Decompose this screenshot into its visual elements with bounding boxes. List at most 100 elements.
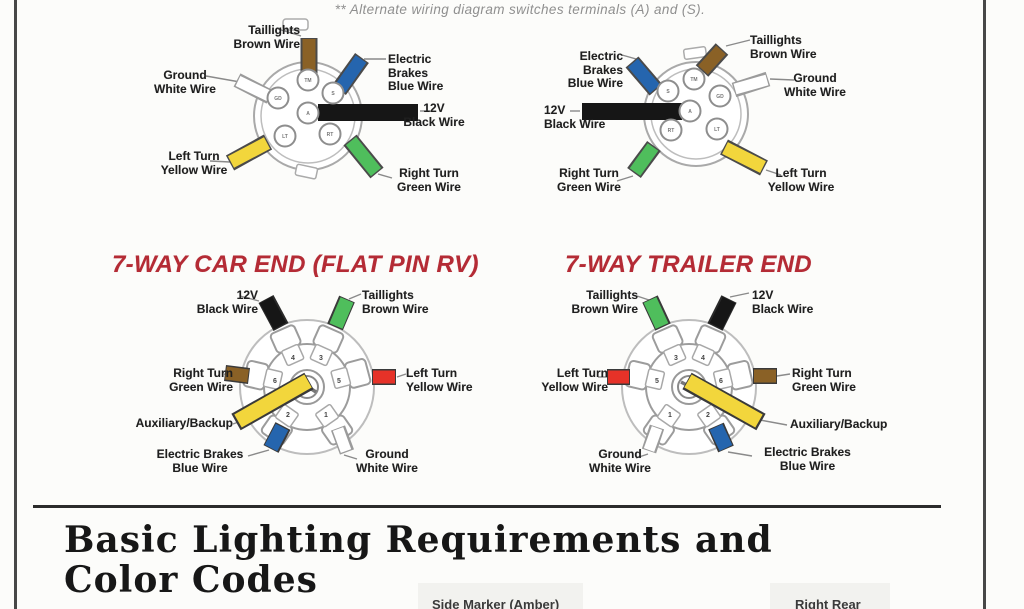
pin-4: 4 (701, 355, 705, 362)
terminal-lt: LT (714, 127, 720, 133)
six-car-notch (294, 163, 319, 180)
electric-brakes-blue-wire (628, 58, 660, 94)
seven-trailer-wires (607, 295, 777, 454)
pin-1: 1 (668, 412, 672, 419)
label-seven-car-ground: Ground White Wire (356, 447, 418, 475)
pin-3: 3 (319, 355, 323, 362)
label-six-trailer-right-turn: Right Turn Green Wire (557, 166, 621, 194)
label-seven-car-12v: 12V Black Wire (196, 288, 258, 316)
label-six-car-left-turn: Left Turn Yellow Wire (160, 149, 228, 177)
auxiliary-backup-yellow-wire (234, 374, 312, 428)
twelve-volt-black-wire (318, 104, 418, 121)
electric-brakes-wedge-blue (264, 423, 289, 452)
label-seven-trailer-taillights: Taillights Brown Wire (571, 288, 638, 316)
seven-way-car-connector: 4 3 6 5 2 1 (223, 293, 407, 460)
bottom-section-heading: Basic Lighting Requirements and Color Co… (64, 519, 773, 601)
label-six-trailer-brakes: Electric Brakes Blue Wire (567, 49, 623, 90)
pin-3: 3 (674, 355, 678, 362)
label-six-trailer-ground: Ground White Wire (784, 71, 846, 99)
terminal-s: S (666, 89, 670, 95)
six-way-car-connector: TM S GD A LT RT (205, 18, 430, 180)
label-seven-car-taillights: Taillights Brown Wire (362, 288, 429, 316)
cutoff-diagram-right (770, 583, 890, 609)
pin-6: 6 (719, 378, 723, 385)
terminal-lt: LT (282, 134, 288, 140)
label-seven-trailer-left-turn: Left Turn Yellow Wire (541, 366, 608, 394)
taillights-brown-wire (698, 45, 726, 75)
seven-car-pin-numbers: 4 3 6 5 2 1 (273, 355, 341, 419)
six-car-wires (225, 38, 418, 179)
pin-2: 2 (706, 412, 710, 419)
label-seven-trailer-12v: 12V Black Wire (752, 288, 814, 316)
terminal-gd: GD (716, 94, 724, 100)
label-six-car-ground: Ground White Wire (154, 68, 216, 96)
label-seven-car-left-turn: Left Turn Yellow Wire (406, 366, 473, 394)
label-six-trailer-taillights: Taillights Brown Wire (750, 33, 817, 61)
cutoff-diagram-left (418, 583, 583, 609)
label-seven-trailer-auxiliary: Auxiliary/Backup (790, 417, 888, 431)
terminal-a: A (688, 109, 692, 115)
right-turn-wedge-brown (225, 366, 249, 383)
pin-2: 2 (286, 412, 290, 419)
label-seven-car-right-turn: Right Turn Green Wire (169, 366, 233, 394)
label-six-trailer-12v: 12V Black Wire (544, 103, 606, 131)
seven-trailer-pin-numbers: 3 4 5 6 1 2 (655, 355, 723, 419)
label-six-car-12v: 12V Black Wire (403, 101, 465, 129)
label-seven-car-auxiliary: Auxiliary/Backup (135, 416, 233, 430)
label-six-car-taillights: Taillights Brown Wire (233, 23, 300, 51)
label-side-marker: Side Marker (Amber) (432, 597, 560, 609)
six-trailer-leader-lines (570, 39, 795, 182)
taillights-wedge-green (643, 297, 669, 329)
terminal-tm: TM (304, 78, 311, 84)
ground-white-wire (733, 74, 769, 95)
ground-white-wire (235, 76, 272, 101)
left-turn-yellow-wire (722, 142, 766, 173)
page-border-left (14, 0, 17, 609)
label-seven-car-brakes: Electric Brakes Blue Wire (156, 447, 244, 475)
twelve-volt-black-wedge (259, 296, 287, 330)
label-right-rear: Right Rear (795, 597, 861, 609)
label-six-trailer-left-turn: Left Turn Yellow Wire (767, 166, 835, 194)
label-six-car-brakes: Electric Brakes Blue Wire (388, 52, 444, 93)
terminal-a: A (306, 111, 310, 117)
six-car-leader-lines (205, 28, 430, 179)
seven-trailer-leader-lines (598, 292, 791, 459)
pin-5: 5 (655, 378, 659, 385)
pin-1: 1 (324, 412, 328, 419)
section-divider (33, 505, 941, 508)
right-turn-green-wire (345, 136, 382, 177)
heading-seven-way-car-end: 7-WAY CAR END (FLAT PIN RV) (112, 251, 479, 278)
twelve-volt-black-wire (582, 103, 682, 120)
taillights-wedge-green (329, 297, 354, 329)
label-seven-trailer-brakes: Electric Brakes Blue Wire (764, 445, 851, 473)
label-seven-trailer-right-turn: Right Turn Green Wire (792, 366, 856, 394)
connector-tab-fragment (282, 18, 309, 31)
terminal-s: S (331, 91, 335, 97)
ground-wedge-white (643, 426, 663, 452)
electric-brakes-wedge-blue (709, 423, 733, 452)
six-way-trailer-connector: TM S GD A RT LT (570, 39, 795, 182)
twelve-volt-black-wedge (709, 296, 736, 330)
pin-5: 5 (337, 378, 341, 385)
page-border-right (983, 0, 986, 609)
six-trailer-terminals: TM S GD A RT LT (656, 67, 732, 142)
seven-car-wires (224, 294, 396, 455)
pin-6: 6 (273, 378, 277, 385)
terminal-rt: RT (668, 128, 675, 134)
ground-wedge-white (332, 427, 352, 453)
terminal-tm: TM (690, 77, 697, 83)
label-seven-trailer-ground: Ground White Wire (589, 447, 651, 475)
six-trailer-notch (682, 46, 708, 60)
terminal-rt: RT (327, 132, 334, 138)
six-trailer-wires (582, 43, 771, 179)
heading-seven-way-trailer-end: 7-WAY TRAILER END (565, 251, 812, 278)
label-six-car-right-turn: Right Turn Green Wire (397, 166, 461, 194)
left-turn-yellow-wire (227, 137, 271, 168)
terminal-gd: GD (274, 96, 282, 102)
auxiliary-backup-yellow-wire (684, 374, 763, 428)
six-car-terminals: TM S GD A LT RT (266, 68, 345, 148)
alternate-wiring-note: ** Alternate wiring diagram switches ter… (334, 2, 706, 17)
seven-way-trailer-connector: 3 4 5 6 1 2 (598, 292, 791, 459)
